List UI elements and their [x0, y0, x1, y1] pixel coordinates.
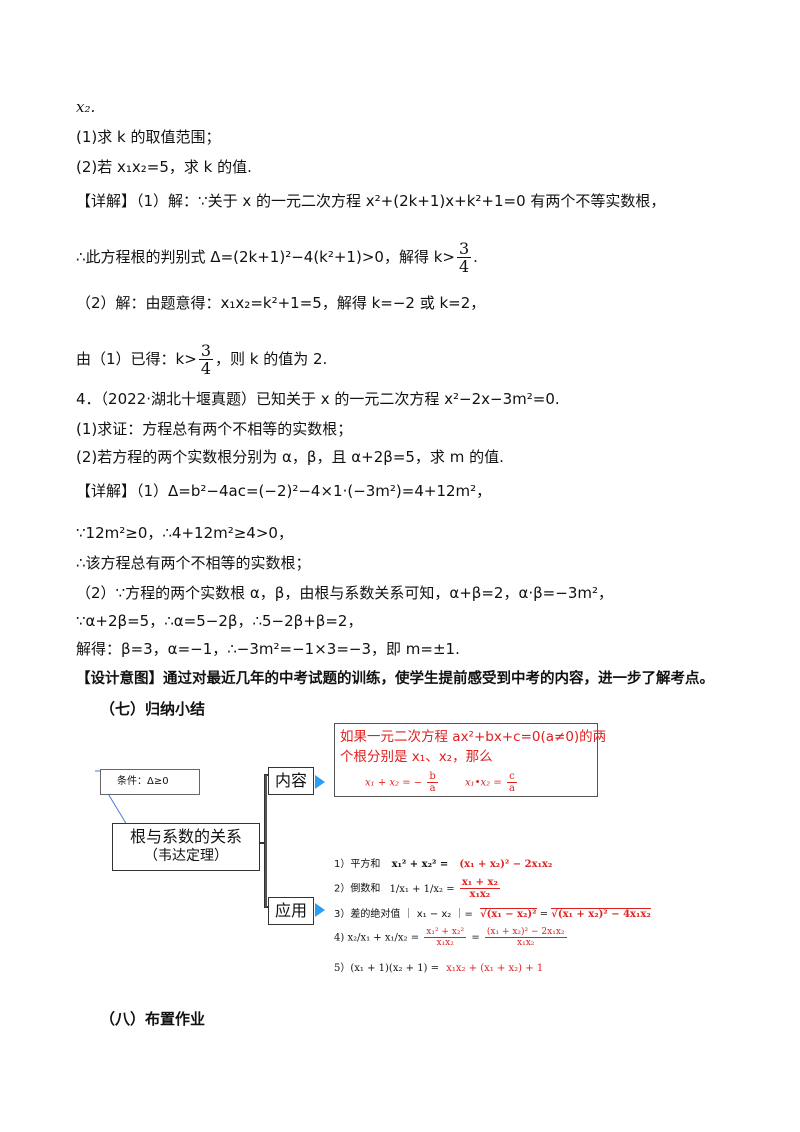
line-x2: x₂. — [76, 98, 96, 116]
solution-2-line: （2）解：由题意得：x₁x₂=k²+1=5，解得 k=−2 或 k=2， — [76, 294, 486, 312]
question-1: (1)求 k 的取值范围； — [76, 128, 221, 146]
app-abs-difference: 3）差的绝对值 ｜ x₁ − x₂ ｜= √(x₁ − x₂)² = √(x₁ … — [334, 908, 651, 920]
content-node: 内容 — [268, 767, 314, 795]
problem-4-line-d: 解得：β=3，α=−1，∴−3m²=−1×3=−3，即 m=±1. — [76, 640, 460, 658]
section-7-heading: （七）归纳小结 — [100, 700, 206, 718]
app-square-sum: 1）平方和 x₁² + x₂² = (x₁ + x₂)² − 2x₁x₂ — [334, 859, 553, 870]
arrow-right-icon — [315, 775, 325, 789]
app-product-plus-one: 5）(x₁ + 1)(x₂ + 1) = x₁x₂ + (x₁ + x₂) + … — [334, 963, 544, 974]
solution-1-line1: 【详解】（1）解：∵关于 x 的一元二次方程 x²+(2k+1)x+k²+1=0… — [76, 192, 666, 210]
problem-4-q2: (2)若方程的两个实数根分别为 α，β，且 α+2β=5，求 m 的值. — [76, 448, 504, 466]
problem-4-line-c: ∵α+2β=5，∴α=5−2β，∴5−2β+β=2， — [76, 612, 363, 630]
section-8-heading: （八）布置作业 — [100, 1010, 206, 1028]
arrow-right-icon-2 — [315, 903, 325, 917]
discriminant-text: ∴此方程根的判别式 Δ=(2k+1)²−4(k²+1)>0，解得 k> — [76, 248, 455, 266]
problem-4-q1: (1)求证：方程总有两个不相等的实数根； — [76, 420, 353, 438]
problem-4-line-a: ∵12m²≥0，∴4+12m²≥4>0， — [76, 524, 293, 542]
vieta-mindmap: 条件：Δ≥0 根与系数的关系 （韦达定理） 内容 应用 如果一元二次方程 ax²… — [90, 715, 730, 985]
content-box: 如果一元二次方程 ax²+bx+c=0(a≠0)的两 个根分别是 x₁、x₂，那… — [334, 723, 606, 797]
problem-4-title: 4．（2022·湖北十堰真题）已知关于 x 的一元二次方程 x²−2x−3m²=… — [76, 390, 560, 408]
apply-node: 应用 — [268, 897, 314, 925]
root-node: 根与系数的关系 （韦达定理） — [112, 823, 260, 871]
condition-box: 条件：Δ≥0 — [100, 769, 200, 795]
problem-4-solution-2: （2）∵方程的两个实数根 α，β，由根与系数关系可知，α+β=2，α·β=−3m… — [76, 584, 613, 602]
problem-4-line-b: ∴该方程总有两个不相等的实数根； — [76, 554, 311, 572]
design-intent: 【设计意图】通过对最近几年的中考试题的训练，使学生提前感受到中考的内容，进一步了… — [76, 671, 714, 687]
question-2: (2)若 x₁x₂=5，求 k 的值. — [76, 158, 252, 176]
problem-4-solution-1: 【详解】（1）Δ=b²−4ac=(−2)²−4×1·(−3m²)=4+12m²， — [76, 482, 492, 500]
